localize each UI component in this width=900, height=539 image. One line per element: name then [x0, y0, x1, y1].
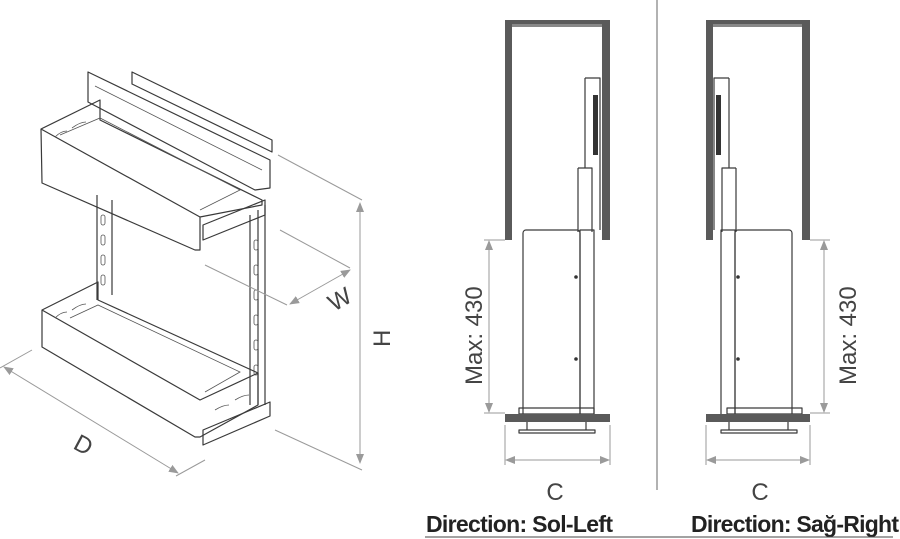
dimension-max-left: Max: 430: [461, 239, 505, 414]
direction-label-right: Direction: Sağ-Right: [691, 511, 899, 537]
direction-label-left: Direction: Sol-Left: [426, 511, 613, 537]
dimension-max-right: Max: 430: [810, 239, 862, 414]
dimension-w: W: [204, 229, 357, 317]
width-label-right: C: [751, 479, 768, 506]
front-view-left: [505, 20, 610, 434]
dimension-d: D: [0, 349, 206, 477]
dimension-w-label: W: [324, 282, 357, 317]
pullout-basket-perspective: [40, 71, 273, 446]
max-height-label-right: Max: 430: [835, 286, 862, 385]
width-label-left: C: [546, 479, 563, 506]
dimension-d-label: D: [69, 429, 97, 461]
dimension-c-left: C: [504, 425, 611, 506]
dimension-c-right: C: [705, 425, 811, 506]
max-height-label-left: Max: 430: [461, 286, 488, 385]
front-view-right: [706, 20, 810, 434]
dimension-h-label: H: [369, 330, 396, 347]
dimension-h: H: [274, 154, 396, 471]
